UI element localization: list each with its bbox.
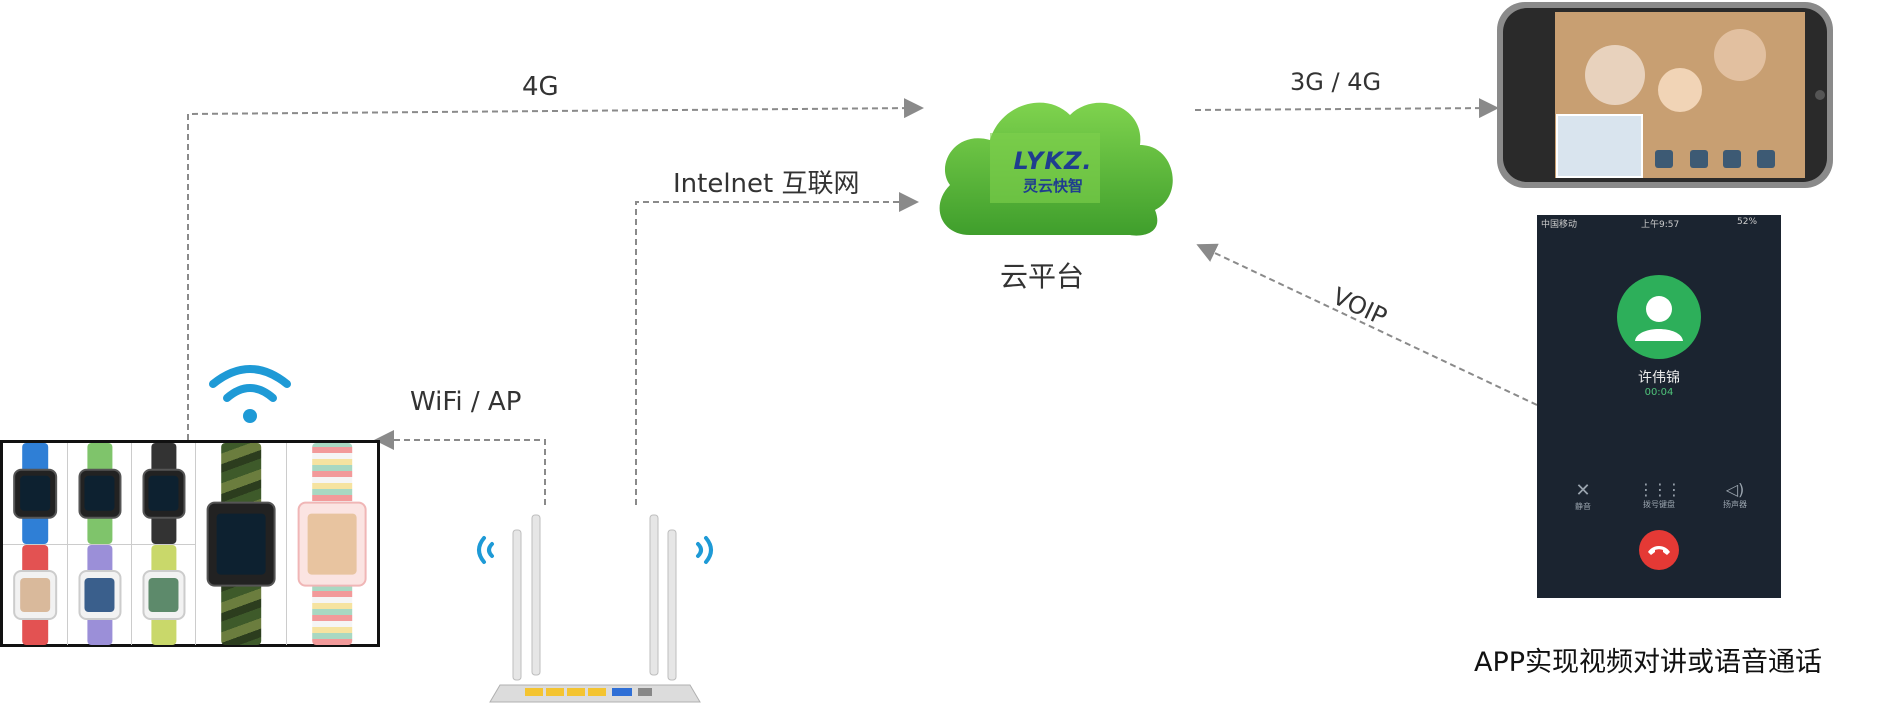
signal-waves-icon: [477, 536, 713, 564]
mute-label: 静音: [1575, 502, 1591, 511]
app-caption: APP实现视频对讲或语音通话: [1474, 647, 1823, 678]
watch-red: [3, 545, 68, 645]
keypad-icon: ⋮⋮⋮: [1638, 480, 1682, 499]
call-timer: 00:04: [1644, 387, 1674, 398]
status-carrier: 中国移动: [1541, 220, 1578, 230]
speaker-label: 扬声器: [1723, 500, 1747, 509]
speaker-icon: ◁): [1725, 480, 1745, 499]
app-voice-call-screen: 中国移动 上午9:57 52% 许伟锦 00:04 ✕ 静音 ⋮⋮⋮ 拨号键盘 …: [1537, 215, 1781, 598]
line-3g4g: [1194, 98, 1499, 119]
status-battery: 52%: [1737, 217, 1758, 227]
wifi-icon: [209, 365, 291, 423]
line-wifi: [374, 430, 546, 505]
watch-green: [68, 443, 132, 545]
keypad-label: 拨号键盘: [1643, 500, 1675, 509]
status-time: 上午9:57: [1641, 220, 1680, 230]
logo-name: 灵云快智: [1022, 177, 1083, 195]
wifi-router: [477, 514, 713, 703]
logo-mark: LYKZ.: [1013, 147, 1093, 175]
label-4g: 4G: [522, 72, 559, 102]
watch-camo: [196, 443, 287, 645]
label-internet: Intelnet 互联网: [673, 169, 860, 199]
mic-off-icon: ✕: [1575, 480, 1591, 501]
mute-button[interactable]: ✕ 静音: [1563, 480, 1603, 512]
label-3g4g: 3G / 4G: [1290, 68, 1382, 96]
watch-lime: [132, 545, 196, 645]
phone-hangup-icon[interactable]: [1639, 530, 1679, 570]
speaker-button[interactable]: ◁) 扬声器: [1715, 480, 1755, 510]
user-avatar-icon: [1617, 275, 1701, 359]
watch-blue: [3, 443, 68, 545]
keypad-button[interactable]: ⋮⋮⋮ 拨号键盘: [1637, 480, 1682, 510]
cloud-platform-icon: [939, 102, 1173, 236]
watch-purple: [68, 545, 132, 645]
cloud-caption: 云平台: [1000, 260, 1085, 293]
line-internet: [635, 192, 919, 505]
watch-black: [132, 443, 196, 545]
line-voip: [1196, 243, 1538, 406]
watch-product-panel: [0, 440, 380, 647]
watch-pink: [287, 443, 377, 645]
line-4g: [187, 98, 924, 440]
phone-video-call: [1497, 2, 1833, 188]
label-wifi-ap: WiFi / AP: [410, 387, 522, 417]
caller-name: 许伟锦: [1638, 370, 1680, 386]
cloud-logo: LYKZ. 灵云快智: [1008, 147, 1098, 196]
